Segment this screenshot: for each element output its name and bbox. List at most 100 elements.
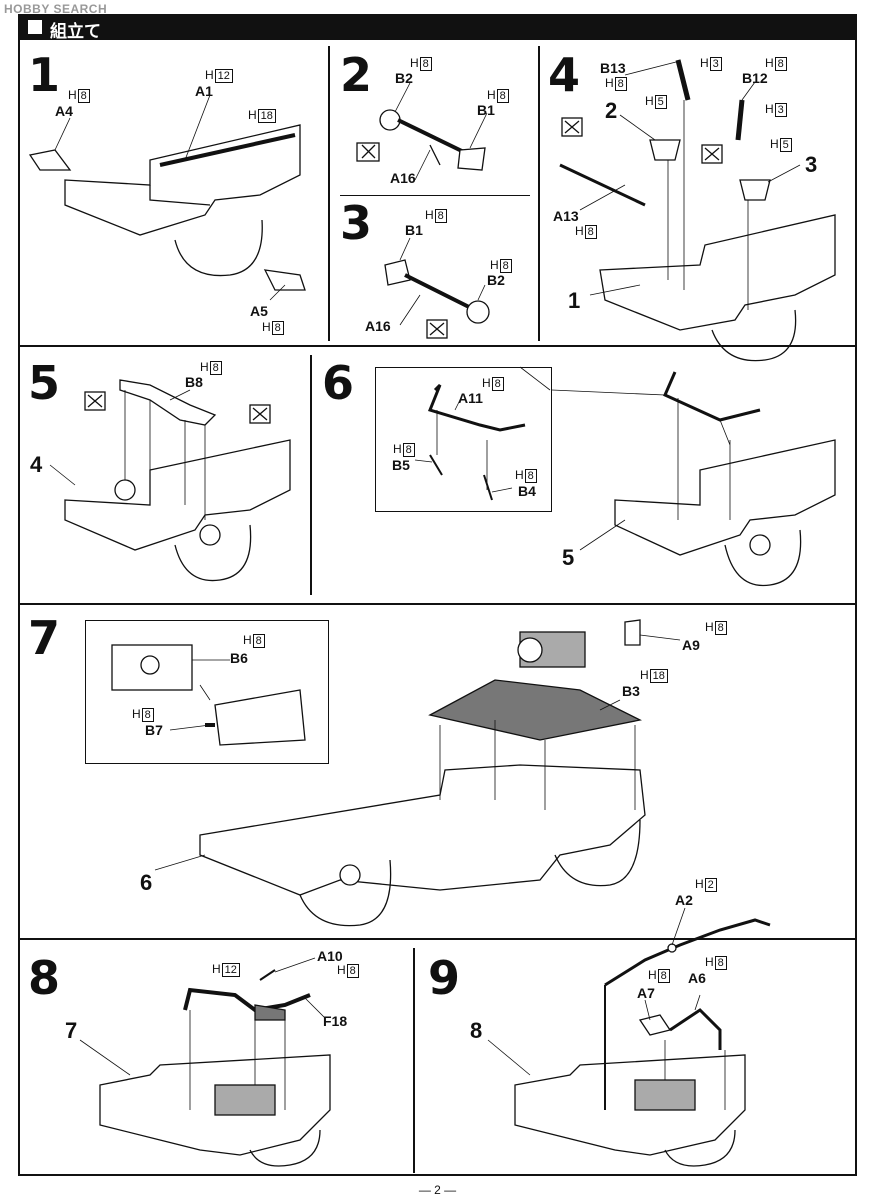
part-label-a6: A6 [688,970,706,986]
h-prefix: H [648,968,657,982]
page-number: — 2 — [418,1183,457,1197]
step6-assembly [427,366,836,587]
h-value: 18 [649,669,668,683]
h-value: 8 [419,57,432,71]
h-prefix: H [705,620,714,634]
h-value: 3 [709,57,722,71]
h-prefix: H [410,56,419,70]
h-value: 12 [221,963,240,977]
part-label-a5: A5 [250,303,268,319]
part-label-b5: B5 [392,457,410,473]
part-label-a11: A11 [458,390,483,406]
h-value: 5 [779,138,792,152]
part-label-a16-s2: A16 [390,170,416,186]
part-label-a7: A7 [637,985,655,1001]
part-label-b2-s3: B2 [487,272,505,288]
h-value: 8 [714,621,727,635]
h-value: 8 [614,77,627,91]
section-title: 組立て [50,22,101,41]
part-label-b8: B8 [185,374,203,390]
h-value: 12 [214,69,233,83]
h-prefix: H [695,877,704,891]
h-value: 18 [257,109,276,123]
step-number-2: 2 [340,48,373,102]
h-prefix: H [68,88,77,102]
part-label-a9: A9 [682,637,700,653]
divider-row1 [18,345,857,347]
h-prefix: H [487,88,496,102]
step5-assembly [64,379,291,582]
watermark-logo: HOBBY SEARCH [4,2,108,16]
h-prefix: H [770,137,779,151]
subassembly-ref-8: 8 [470,1018,483,1043]
h-prefix: H [212,962,221,976]
h-prefix: H [490,258,499,272]
part-label-a16-s3: A16 [365,318,391,334]
h-value: 8 [491,377,504,391]
part-label-a1: A1 [195,83,213,99]
part-label-b4: B4 [518,483,536,499]
part-label-b1-s2: B1 [477,102,495,118]
divider-8-9 [413,948,415,1173]
h-prefix: H [765,56,774,70]
divider-row2 [18,603,857,605]
step-number-8: 8 [28,951,61,1005]
h-prefix: H [393,442,402,456]
section-header: 組立て [18,14,857,41]
step-number-5: 5 [28,356,61,410]
h-value: 3 [774,103,787,117]
step-number-1: 1 [28,48,61,102]
h-prefix: H [640,668,649,682]
step9-assembly [514,918,771,1167]
h-prefix: H [482,376,491,390]
h-value: 5 [654,95,667,109]
part-label-b1-s3: B1 [405,222,423,238]
divider-1-2 [328,46,330,341]
h-prefix: H [425,208,434,222]
h-prefix: H [605,76,614,90]
step3-axle [384,259,490,339]
subassembly-ref-3: 3 [805,152,818,177]
divider-5-6 [310,355,312,595]
step-number-3: 3 [340,196,373,250]
step-number-4: 4 [548,48,581,102]
part-label-a13: A13 [553,208,579,224]
step-number-9: 9 [428,951,461,1005]
h-prefix: H [515,468,524,482]
h-prefix: H [705,955,714,969]
part-label-b6: B6 [230,650,248,666]
divider-2-3 [340,195,530,196]
divider-2-4 [538,46,540,341]
part-label-a10: A10 [317,948,343,964]
subassembly-ref-7: 7 [65,1018,78,1043]
h-prefix: H [200,360,209,374]
subassembly-ref-5: 5 [562,545,575,570]
step4-assembly [559,59,836,362]
h-value: 8 [714,956,727,970]
part-label-b2-s2: B2 [395,70,413,86]
h-value: 8 [252,634,265,648]
h-value: 8 [402,443,415,457]
h-value: 8 [271,321,284,335]
